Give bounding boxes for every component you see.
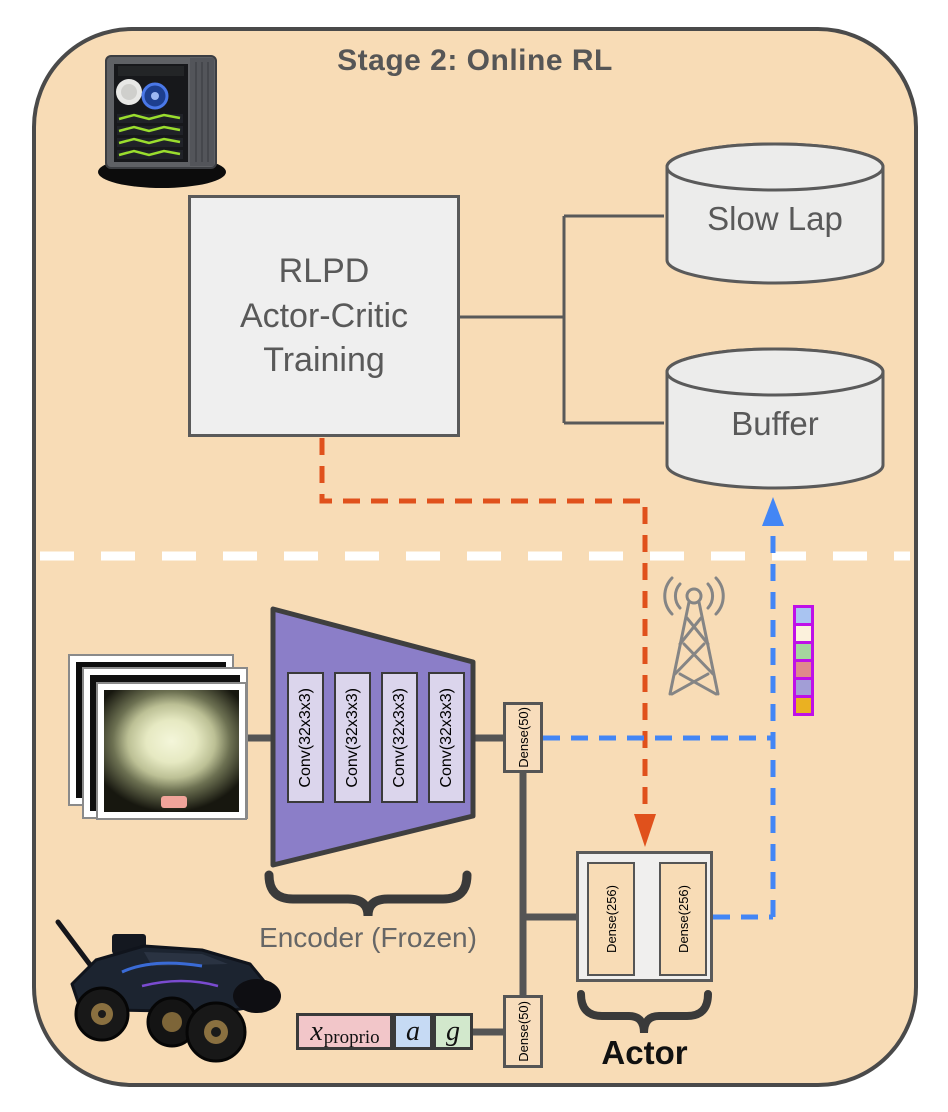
conv-layer: Conv(32x3x3) — [334, 672, 371, 803]
encoder-brace — [264, 870, 472, 917]
buffer-datastore: Buffer — [663, 345, 887, 495]
goal-input-box: g — [433, 1013, 473, 1050]
proprio-x: x — [310, 1015, 323, 1047]
cylinder-shape — [665, 142, 885, 285]
action-label: a — [406, 1015, 420, 1047]
conv-layer: Conv(32x3x3) — [428, 672, 465, 803]
actor-label: Actor — [601, 1034, 688, 1071]
rlpd-line: Actor-Critic — [239, 296, 409, 335]
dense50-image-box: Dense(50) — [503, 702, 543, 773]
dense256-layer: Dense(256) — [587, 862, 635, 976]
conv-layer-label: Conv(32x3x3) — [390, 687, 408, 788]
dense256-layer: Dense(256) — [659, 862, 707, 976]
actor-brace — [577, 990, 712, 1034]
conv-layer-label: Conv(32x3x3) — [296, 687, 314, 788]
fisheye-image — [104, 690, 239, 812]
slow-lap-datastore: Slow Lap — [663, 140, 887, 290]
action-input-box: a — [393, 1013, 433, 1050]
conv-layer: Conv(32x3x3) — [287, 672, 324, 803]
radio-tower-icon — [663, 576, 725, 696]
gpu-workstation-photo — [98, 55, 226, 188]
rlpd-training-box: RLPD Actor-Critic Training — [188, 195, 460, 437]
encoder-label: Encoder (Frozen) — [259, 922, 477, 953]
conv-layer: Conv(32x3x3) — [381, 672, 418, 803]
buffer-label: Buffer — [731, 405, 819, 442]
rc-car-photo — [55, 919, 281, 1063]
page-title: Stage 2: Online RL — [337, 44, 613, 77]
slow-lap-label: Slow Lap — [707, 200, 843, 237]
feature-vector-stack — [793, 605, 814, 716]
dense50-proprio-box: Dense(50) — [503, 995, 543, 1068]
dense256-label: Dense(256) — [603, 885, 619, 953]
feature-cell — [793, 695, 814, 716]
conv-layer-label: Conv(32x3x3) — [343, 687, 361, 788]
dense50-label: Dense(50) — [515, 707, 531, 768]
conv-layer-label: Conv(32x3x3) — [437, 687, 455, 788]
dense50-label: Dense(50) — [515, 1001, 531, 1062]
actor-box: Dense(256) Dense(256) — [576, 851, 713, 982]
rlpd-line: Training — [263, 341, 385, 380]
camera-frame-front — [98, 684, 245, 818]
cylinder-shape — [665, 347, 885, 490]
dense256-label: Dense(256) — [675, 885, 691, 953]
goal-label: g — [446, 1015, 460, 1047]
rlpd-line: RLPD — [278, 251, 370, 290]
